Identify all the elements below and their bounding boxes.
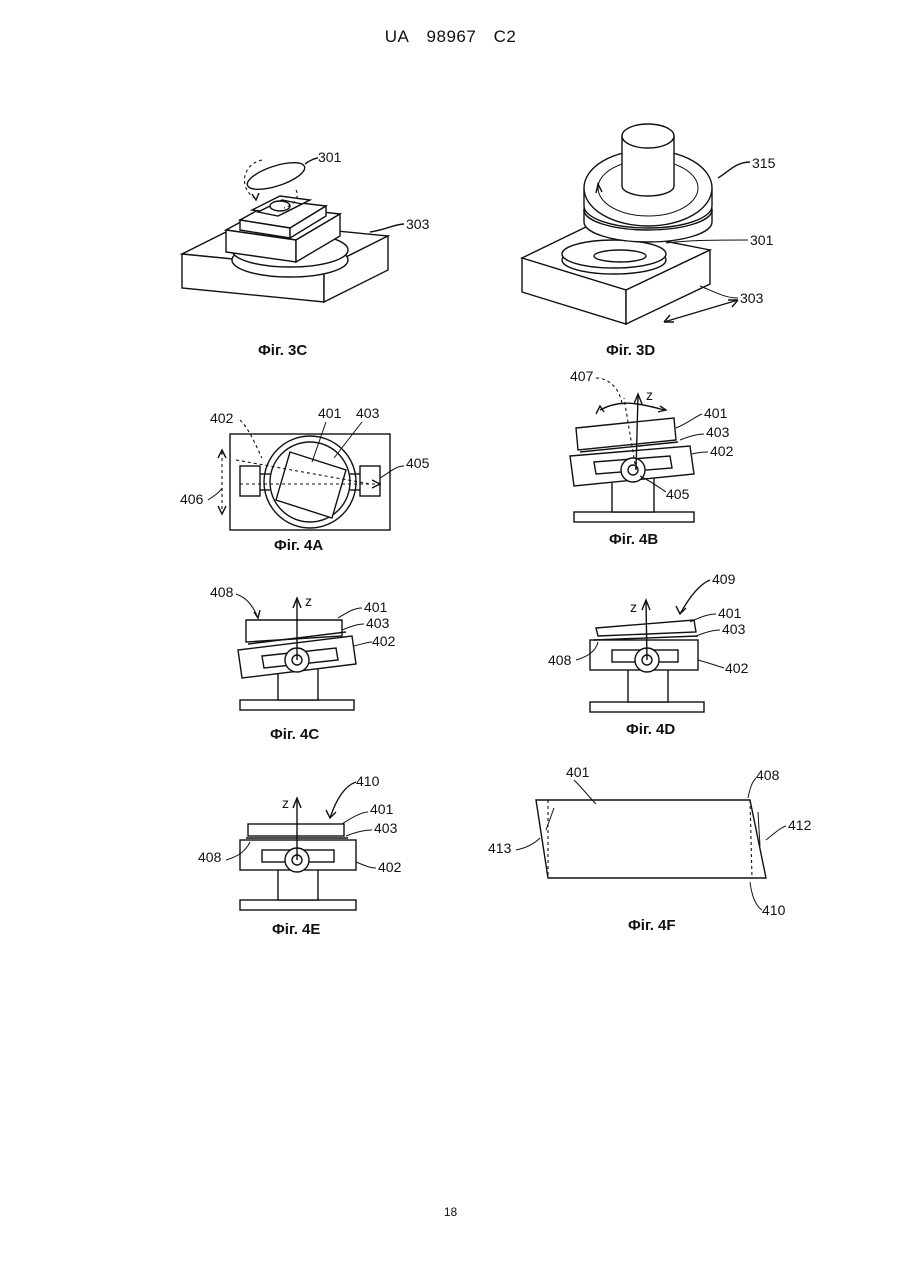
ref-401: 401	[566, 764, 590, 780]
figure-4f-drawing: 401 408 413 412 410	[0, 0, 901, 960]
ref-408: 408	[756, 767, 780, 783]
ref-412: 412	[788, 817, 812, 833]
ref-413: 413	[488, 840, 512, 856]
page-number: 18	[0, 1205, 901, 1219]
figure-4f: 401 408 413 412 410 Фіг. 4F	[0, 0, 901, 960]
figure-4f-caption: Фіг. 4F	[628, 917, 676, 934]
ref-410: 410	[762, 902, 786, 918]
